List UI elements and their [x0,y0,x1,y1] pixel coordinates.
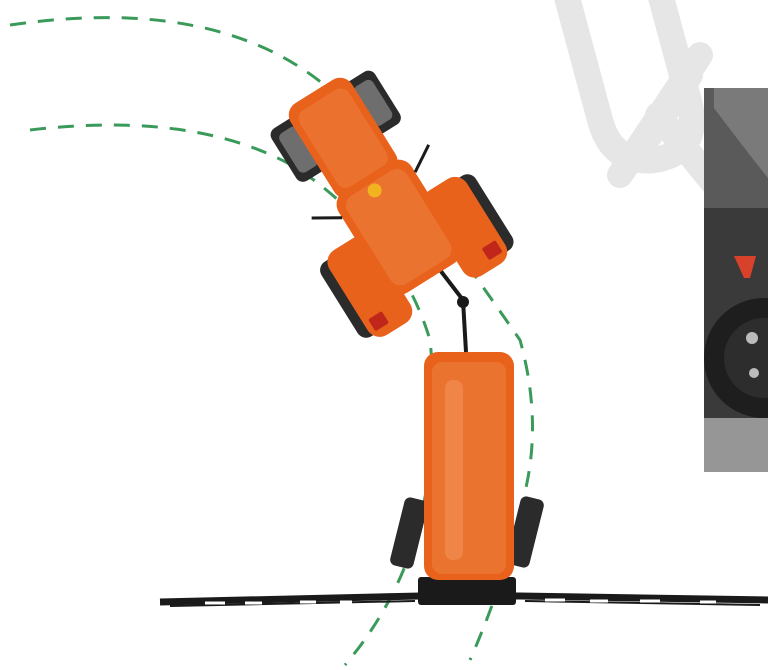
tractor [237,43,521,347]
sprayer-boom [160,577,768,606]
sprayer-tank [424,352,514,580]
drawbar [440,270,469,352]
sprayer-wheel-left [389,496,429,570]
photo-inset [704,88,768,472]
